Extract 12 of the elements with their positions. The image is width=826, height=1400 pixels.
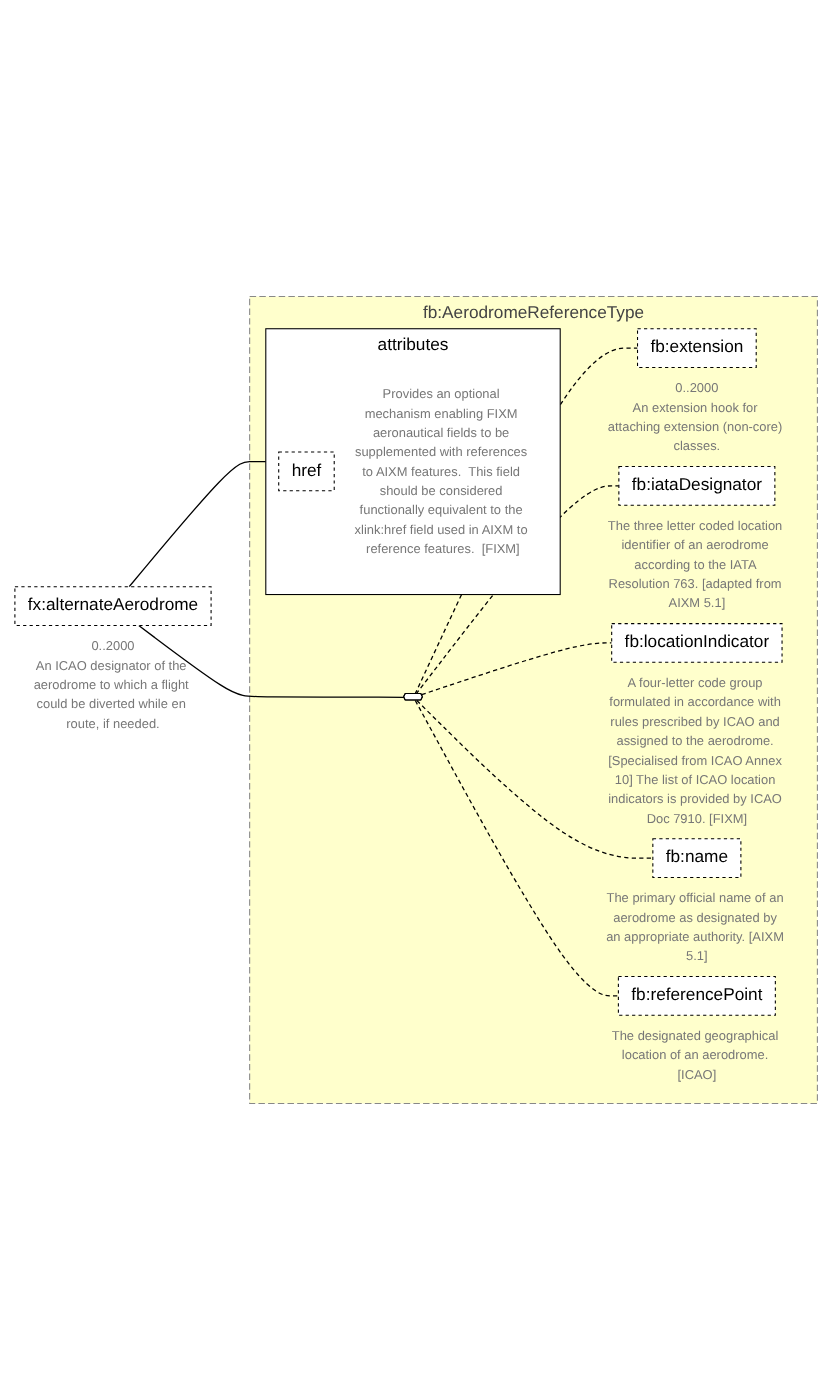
node-box: fb:extension	[637, 328, 757, 369]
connector	[128, 461, 267, 588]
node-box: fx:alternateAerodrome	[14, 586, 212, 626]
node-box: fb:iataDesignator	[618, 465, 776, 506]
connector	[414, 699, 620, 997]
connector	[138, 624, 405, 698]
connector	[420, 642, 613, 696]
node-box: fb:locationIndicator	[611, 623, 783, 663]
connector	[416, 699, 654, 859]
node-box: fb:name	[652, 838, 742, 879]
node-box: href	[278, 451, 335, 492]
node-box: fb:referencePoint	[617, 976, 776, 1016]
